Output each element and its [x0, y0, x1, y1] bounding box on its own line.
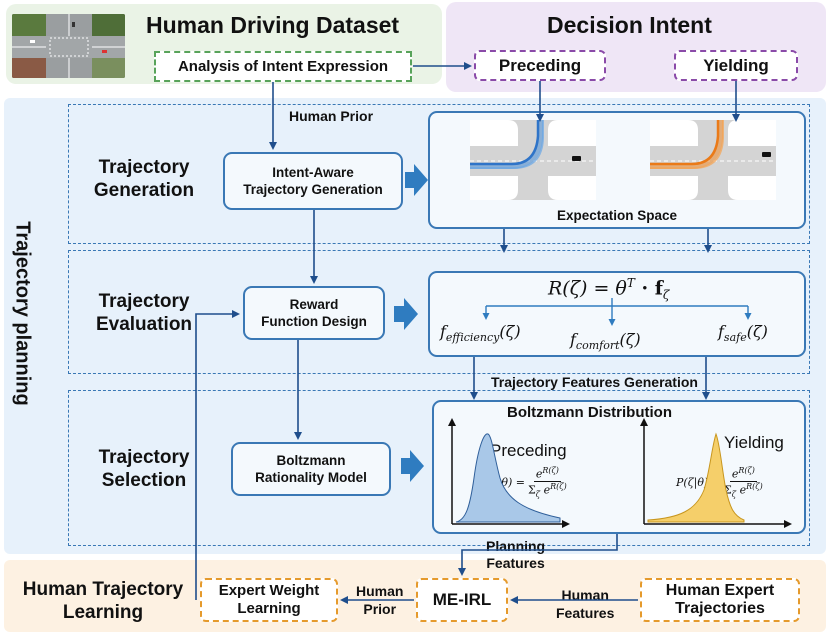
- reward-formula: R(ζ) = θT · fζ: [548, 276, 670, 303]
- f-comfort: fcomfort(ζ): [570, 330, 641, 353]
- intent-title: Decision Intent: [547, 12, 712, 38]
- dataset-title: Human Driving Dataset: [146, 12, 400, 38]
- analysis-label: Analysis of Intent Expression: [177, 58, 389, 75]
- f-safe: fsafe(ζ): [718, 322, 768, 345]
- intersection-thumbnail: [12, 14, 125, 78]
- intent-aware-generation-node: Intent-Aware Trajectory Generation: [223, 152, 403, 210]
- human-prior-learning-label: Human Prior: [356, 583, 404, 617]
- yielding-intent-box: Yielding: [674, 50, 798, 81]
- preceding-intent-label: Preceding: [498, 55, 582, 75]
- reward-function-node: Reward Function Design: [243, 286, 385, 340]
- analysis-box: Analysis of Intent Expression: [154, 51, 412, 82]
- me-irl-box: ME-IRL: [416, 578, 508, 622]
- selection-frame: [68, 390, 810, 546]
- selection-section-label: Trajectory Selection: [98, 447, 190, 491]
- right-prob-formula: P(ζ|θ) = eR(ζ) Σζ eR(ζ): [676, 466, 763, 499]
- reward-formula-box: [428, 271, 806, 357]
- evaluation-section-label: Trajectory Evaluation: [95, 291, 193, 335]
- preceding-intent-box: Preceding: [474, 50, 606, 81]
- boltzmann-distribution-title: Boltzmann Distribution: [507, 404, 672, 421]
- human-prior-label: Human Prior: [289, 108, 374, 124]
- f-efficiency: fefficiency(ζ): [440, 322, 521, 345]
- yielding-dist-label: Yielding: [724, 433, 784, 452]
- preceding-intersection-image: [470, 120, 596, 200]
- learning-section-label: Human Trajectory Learning: [22, 579, 184, 623]
- yielding-intersection-image: [650, 120, 776, 200]
- boltzmann-rationality-node: Boltzmann Rationality Model: [231, 442, 391, 496]
- generation-frame: [68, 104, 810, 244]
- expert-weight-learning-box: Expert Weight Learning: [200, 578, 338, 622]
- yielding-intent-label: Yielding: [703, 55, 769, 75]
- human-expert-trajectories-box: Human Expert Trajectories: [640, 578, 800, 622]
- evaluation-frame: [68, 250, 810, 374]
- preceding-dist-label: Preceding: [490, 441, 567, 460]
- planning-features-label: Planning Features: [486, 538, 546, 571]
- human-features-label: Human Features: [556, 587, 615, 621]
- expectation-space-label: Expectation Space: [557, 208, 678, 223]
- features-generation-label: Trajectory Features Generation: [491, 374, 698, 390]
- left-prob-formula: P(ζ|θ) = eR(ζ) Σζ eR(ζ): [480, 466, 567, 499]
- generation-section-label: Trajectory Generation: [93, 157, 195, 201]
